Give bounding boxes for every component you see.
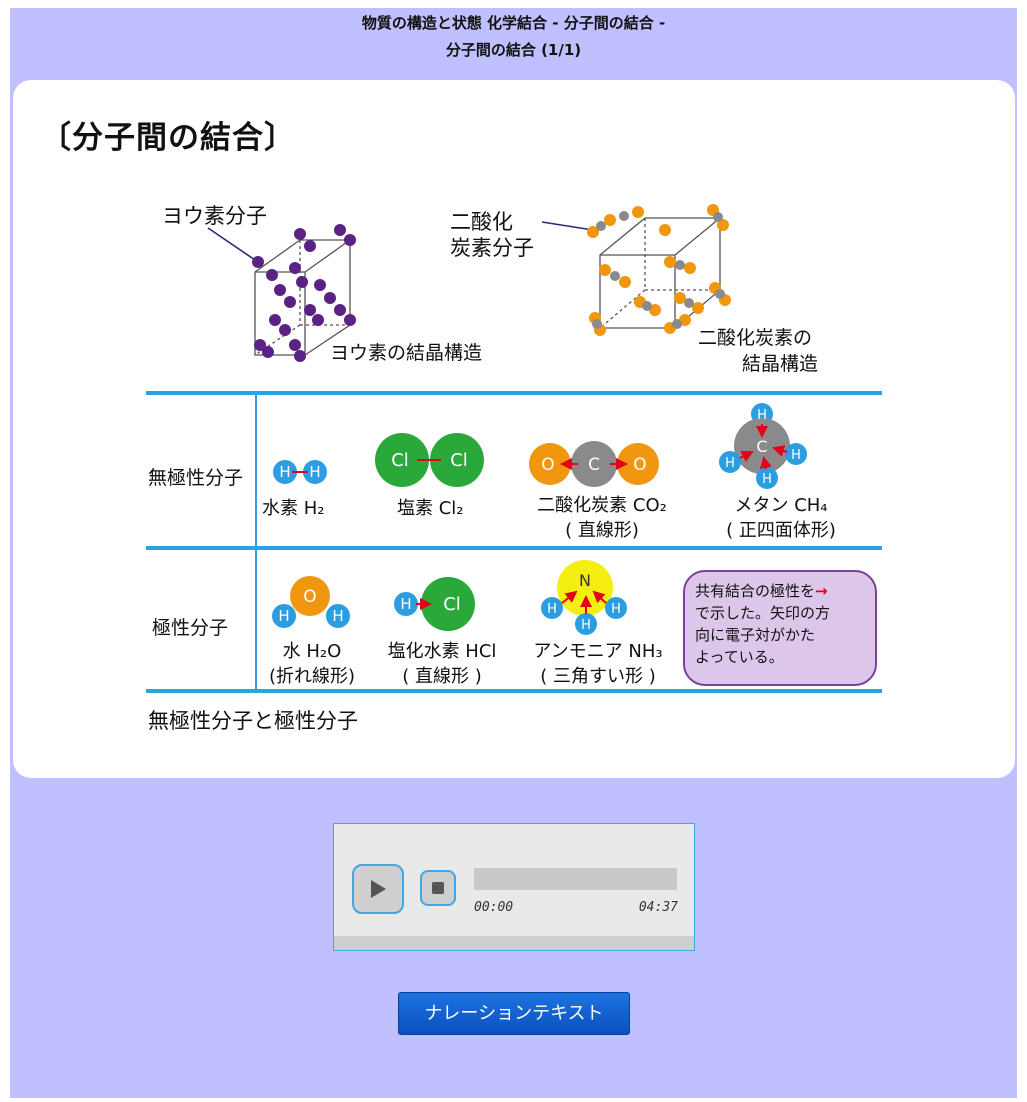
co2-atom-o1: O bbox=[541, 455, 554, 475]
molecule-table-lines bbox=[146, 391, 882, 693]
header-line-1: 物質の構造と状態 化学結合 - 分子間の結合 - bbox=[361, 14, 666, 32]
ch4-model: H C H H H bbox=[719, 403, 807, 489]
co2-shape: ( 直線形) bbox=[565, 520, 639, 541]
hcl-atom-h: H bbox=[400, 595, 411, 613]
iodine-molecule-label: ヨウ素分子 bbox=[162, 204, 267, 228]
stop-icon bbox=[432, 882, 444, 894]
ch4-name: メタン CH₄ bbox=[734, 495, 828, 516]
co2-name: 二酸化炭素 CO₂ bbox=[537, 495, 667, 516]
co2-molecule-label-1: 二酸化 bbox=[450, 210, 513, 234]
polarity-note-box: 共有結合の極性を→ で示した。矢印の方 向に電子対がかた よっている。 bbox=[683, 570, 877, 686]
co2-atom-o2: O bbox=[633, 455, 646, 475]
hcl-model: H Cl bbox=[394, 577, 475, 631]
molecule-models: H H Cl Cl O C O bbox=[272, 403, 807, 635]
co2-crystal-label-2: 結晶構造 bbox=[742, 353, 819, 375]
h2o-shape: (折れ線形) bbox=[268, 666, 356, 687]
cl2-name: 塩素 Cl₂ bbox=[397, 498, 464, 519]
co2-model: O C O bbox=[529, 441, 659, 487]
header-line-2: 分子間の結合 (1/1) bbox=[445, 41, 582, 59]
duration-time: 04:37 bbox=[638, 900, 678, 915]
h2o-atom-o: O bbox=[303, 587, 316, 607]
cl2-model: Cl Cl bbox=[375, 433, 484, 487]
crystal-structures-figure bbox=[207, 204, 731, 362]
seek-bar[interactable] bbox=[474, 868, 677, 890]
audio-player: 00:00 04:37 bbox=[333, 823, 695, 951]
stop-button[interactable] bbox=[420, 870, 456, 906]
hcl-shape: ( 直線形 ) bbox=[402, 666, 482, 687]
h2o-name: 水 H₂O bbox=[282, 641, 342, 662]
polar-row-label: 極性分子 bbox=[152, 617, 229, 639]
note-line-3: 向に電子対がかた bbox=[695, 626, 816, 644]
h2o-atom-h1: H bbox=[278, 607, 289, 625]
h2-atom-h2: H bbox=[309, 463, 320, 481]
hcl-name: 塩化水素 HCl bbox=[387, 641, 497, 662]
co2-atom-c: C bbox=[588, 455, 600, 475]
narration-text-button[interactable]: ナレーションテキスト bbox=[398, 992, 630, 1035]
note-line-1: 共有結合の極性を bbox=[695, 582, 816, 600]
ch4-atom-c: C bbox=[756, 437, 767, 456]
nh3-name: アンモニア NH₃ bbox=[533, 641, 663, 662]
nh3-model: N H H H bbox=[541, 560, 627, 635]
nh3-atom-h3: H bbox=[581, 618, 591, 633]
co2-molecules bbox=[587, 204, 731, 336]
iodine-crystal-label: ヨウ素の結晶構造 bbox=[330, 342, 483, 364]
ch4-atom-h3: H bbox=[791, 448, 801, 463]
h2-name: 水素 H₂ bbox=[262, 498, 325, 519]
h2o-atom-h2: H bbox=[332, 607, 343, 625]
co2-molecule-label-2: 炭素分子 bbox=[450, 236, 534, 260]
iodine-molecules bbox=[252, 224, 356, 362]
red-arrow-icon: → bbox=[815, 582, 828, 600]
ch4-atom-h2: H bbox=[725, 456, 735, 471]
h2o-model: O H H bbox=[272, 576, 350, 628]
ch4-shape: ( 正四面体形) bbox=[726, 520, 836, 541]
figure-caption: 無極性分子と極性分子 bbox=[148, 709, 358, 733]
h2-model: H H bbox=[273, 460, 327, 484]
slide-title: 〔分子間の結合〕 bbox=[40, 120, 296, 156]
nonpolar-row-label: 無極性分子 bbox=[148, 467, 244, 489]
current-time: 00:00 bbox=[474, 900, 514, 915]
cl2-atom-1: Cl bbox=[391, 450, 409, 471]
play-icon bbox=[371, 880, 386, 898]
note-line-4: よっている。 bbox=[695, 648, 784, 666]
nh3-shape: ( 三角すい形 ) bbox=[540, 666, 656, 687]
cl2-atom-2: Cl bbox=[450, 450, 468, 471]
page-header: 物質の構造と状態 化学結合 - 分子間の結合 - 分子間の結合 (1/1) bbox=[10, 10, 1017, 64]
ch4-atom-h1: H bbox=[757, 408, 767, 423]
h2-atom-h1: H bbox=[279, 463, 290, 481]
hcl-atom-cl: Cl bbox=[443, 594, 461, 615]
nh3-atom-h2: H bbox=[611, 602, 621, 617]
nh3-atom-h1: H bbox=[547, 602, 557, 617]
nh3-atom-n: N bbox=[579, 571, 591, 590]
player-footer-bar bbox=[334, 936, 694, 950]
note-line-2: で示した。矢印の方 bbox=[695, 604, 831, 622]
play-button[interactable] bbox=[352, 864, 404, 914]
co2-crystal-label-1: 二酸化炭素の bbox=[698, 327, 813, 349]
ch4-atom-h4: H bbox=[762, 472, 772, 487]
